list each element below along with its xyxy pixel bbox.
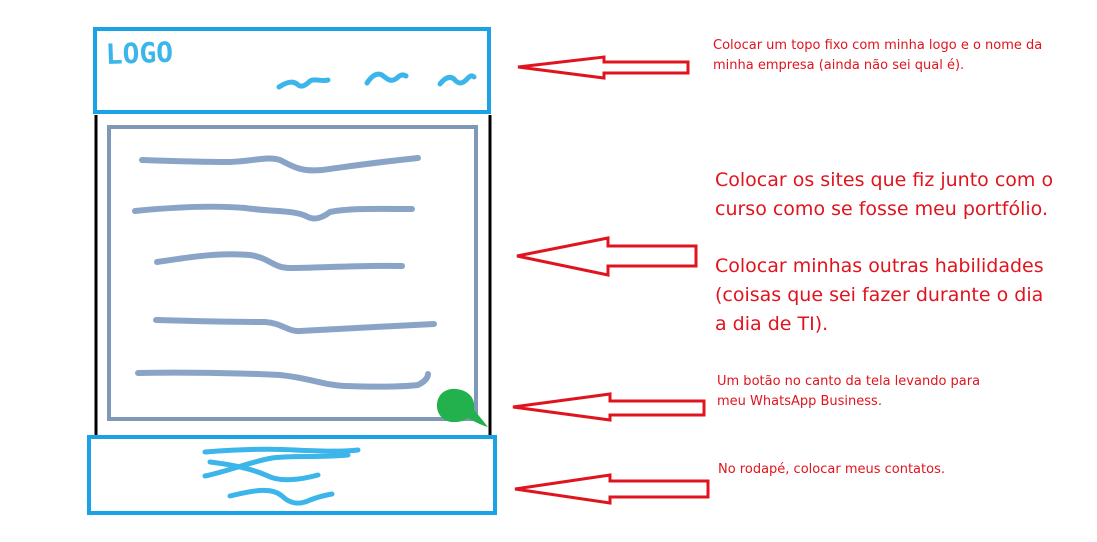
arrow-footer — [514, 473, 710, 505]
chat-bubble-icon — [436, 388, 488, 427]
whatsapp-button[interactable] — [436, 388, 488, 427]
footer-contacts-scribble — [202, 446, 361, 506]
content-box — [107, 125, 478, 421]
arrow-content — [516, 236, 698, 277]
annotation-skills: Colocar minhas outras habilidades (coisa… — [715, 255, 1044, 335]
annotation-arrows — [512, 55, 710, 505]
header-box — [93, 27, 491, 114]
logo-text: LOGO — [105, 36, 174, 71]
footer-box — [87, 435, 497, 515]
arrow-header — [517, 55, 690, 80]
annotation-whatsapp: Um botão no canto da tela levando para m… — [717, 374, 981, 409]
company-name-scribble — [276, 71, 477, 90]
annotation-footer: No rodapé, colocar meus contatos. — [718, 462, 945, 477]
annotation-portfolio: Colocar os sites que fiz junto com o cur… — [715, 169, 1054, 220]
content-text-scribbles — [132, 155, 437, 390]
page-outline — [94, 115, 492, 438]
arrow-whatsapp — [512, 392, 706, 422]
annotation-header: Colocar um topo fixo com minha logo e o … — [713, 38, 1043, 73]
